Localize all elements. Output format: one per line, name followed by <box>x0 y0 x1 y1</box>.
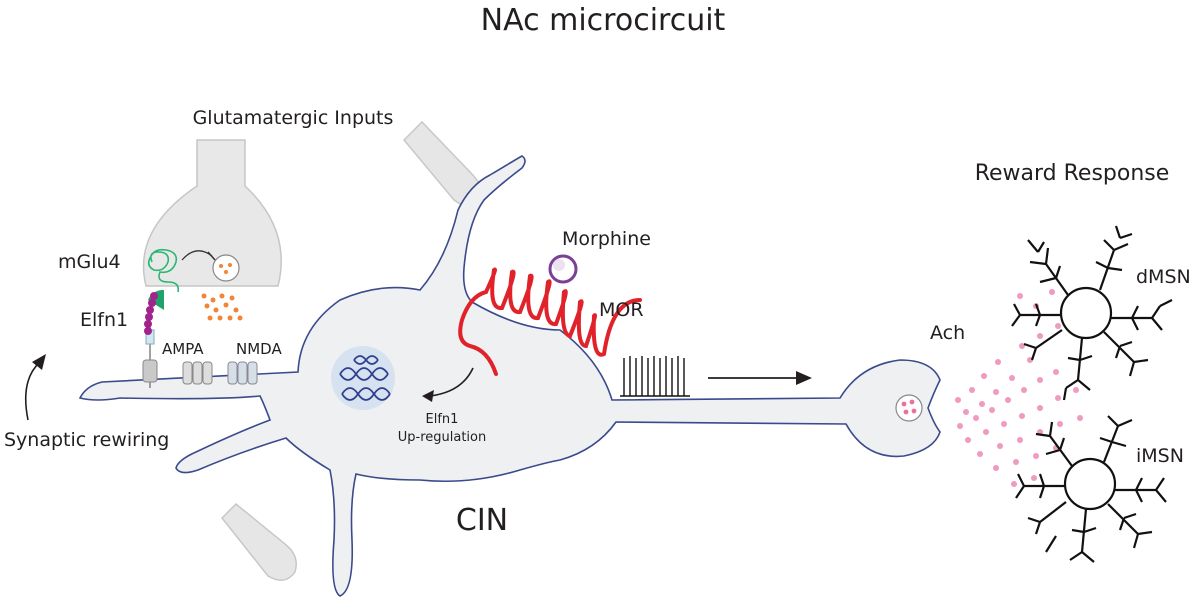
glutamate-dots <box>201 293 243 321</box>
imsn-neuron <box>1015 415 1167 563</box>
label-mor: MOR <box>599 299 644 321</box>
presynaptic-bouton <box>142 139 282 287</box>
nmda-receptor <box>227 361 258 385</box>
glutamatergic-terminal-bottom <box>220 502 297 581</box>
ampa-receptor <box>182 361 213 385</box>
label-cin: CIN <box>456 503 508 538</box>
label-synaptic-rewiring: Synaptic rewiring <box>4 429 169 451</box>
dmsn-neuron <box>1011 225 1173 401</box>
label-reward-response: Reward Response <box>975 161 1170 186</box>
label-ampa: AMPA <box>162 340 204 358</box>
label-elfn1-upregulation: Elfn1 <box>426 412 459 427</box>
label-glutamatergic-inputs: Glutamatergic Inputs <box>193 107 394 129</box>
label-up-regulation: Up-regulation <box>398 430 487 445</box>
diagram-title: NAc microcircuit <box>481 3 726 38</box>
mor-receptor <box>458 267 642 376</box>
label-ach: Ach <box>930 322 965 344</box>
ach-vesicle <box>895 394 923 422</box>
label-mglu4: mGlu4 <box>58 251 121 273</box>
cin-neuron <box>78 155 941 597</box>
label-imsn: iMSN <box>1136 445 1184 467</box>
spike-train <box>620 356 690 397</box>
synaptic-vesicle <box>212 254 240 282</box>
label-elfn1: Elfn1 <box>80 309 128 331</box>
label-nmda: NMDA <box>236 340 282 358</box>
mglu4-receptor <box>147 248 180 293</box>
label-dmsn: dMSN <box>1136 266 1191 288</box>
label-morphine: Morphine <box>562 228 651 250</box>
rewiring-arrow <box>24 361 41 421</box>
nucleus <box>331 346 395 410</box>
elfn1-protein <box>144 292 158 335</box>
upregulation-arrow <box>429 367 474 397</box>
